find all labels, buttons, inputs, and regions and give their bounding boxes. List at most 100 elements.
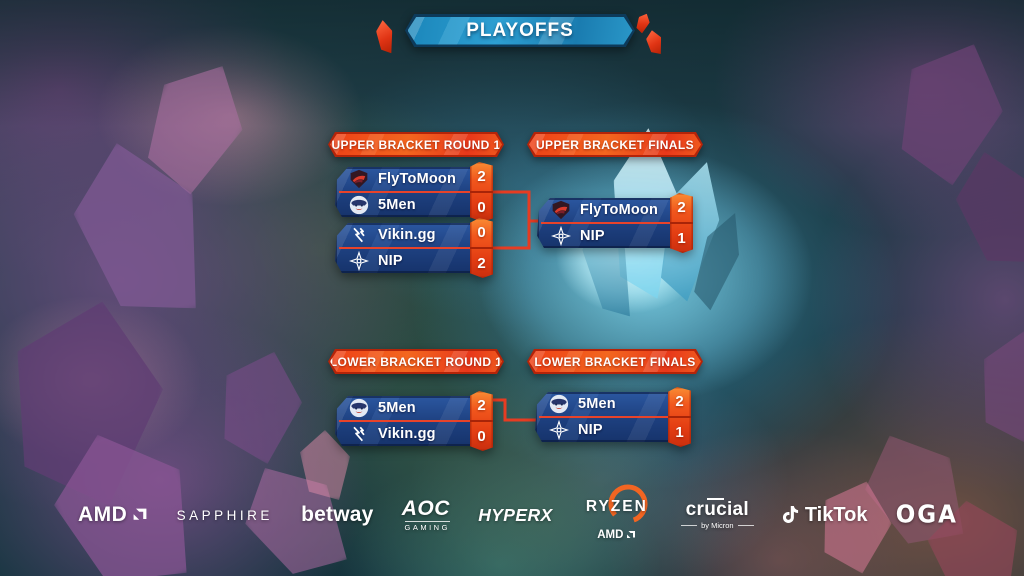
match-box-ubr1-game1: FlyToMoon 5Men 2 0 — [335, 162, 493, 222]
match-box-lbr1: 5Men Vikin.gg 2 0 — [335, 391, 493, 451]
sponsor-aoc-sub: GAMING — [404, 521, 450, 532]
sponsor-tiktok: TikTok — [782, 503, 868, 527]
score-column: 2 0 — [470, 391, 493, 451]
team-name: 5Men — [378, 400, 416, 416]
sponsor-aoc: AOC GAMING — [402, 498, 450, 532]
team-name: FlyToMoon — [378, 171, 457, 187]
flytomoon-logo-icon — [349, 169, 369, 189]
team-score: 2 — [675, 392, 684, 410]
tiktok-note-icon — [782, 505, 798, 523]
team-name: Vikin.gg — [378, 227, 436, 243]
match-panel: Vikin.gg NIP — [335, 223, 493, 273]
team-score: 1 — [677, 230, 686, 248]
score-divider — [470, 246, 493, 250]
sponsor-ryzen-sub: AMD — [581, 529, 653, 541]
playoffs-banner-face: PLAYOFFS — [407, 16, 633, 45]
team-row: FlyToMoon — [335, 167, 468, 191]
team-row: 5Men — [335, 193, 468, 217]
team-row: NIP — [537, 224, 668, 248]
sponsor-betway-label: betway — [301, 503, 374, 526]
header-face: UPPER BRACKET FINALS — [529, 134, 701, 155]
score-column: 2 1 — [670, 193, 693, 253]
match-panel: 5Men NIP — [535, 392, 691, 442]
nip-logo-icon — [349, 251, 369, 271]
playoffs-title: PLAYOFFS — [466, 19, 574, 41]
team-score: 1 — [675, 424, 684, 442]
5men-logo-icon — [349, 195, 369, 215]
section-title: LOWER BRACKET FINALS — [534, 354, 696, 369]
sponsor-crucial-label: crucial — [685, 498, 749, 520]
team-row: 5Men — [335, 396, 468, 420]
team-name: FlyToMoon — [580, 202, 659, 218]
vikin-logo-icon — [349, 424, 369, 444]
score-divider — [670, 221, 693, 225]
score-divider — [668, 415, 691, 419]
match-panel: FlyToMoon 5Men — [335, 167, 493, 217]
match-box-lower-finals: 5Men NIP 2 1 — [535, 387, 691, 447]
sponsor-tiktok-label: TikTok — [804, 503, 868, 526]
score-column: 2 1 — [668, 387, 691, 447]
sponsor-ryzen: RYZEN AMD — [581, 484, 653, 541]
section-header-upper-bracket-finals: UPPER BRACKET FINALS — [527, 132, 703, 157]
vikin-logo-icon — [349, 225, 369, 245]
match-panel: FlyToMoon NIP — [537, 198, 693, 248]
nip-logo-icon — [551, 226, 571, 246]
section-header-lower-bracket-finals: LOWER BRACKET FINALS — [527, 349, 703, 374]
sponsor-crucial: crucial by Micron — [681, 498, 754, 530]
team-name: 5Men — [378, 197, 416, 213]
section-title: UPPER BRACKET FINALS — [535, 137, 694, 152]
section-header-lower-bracket-round-1: LOWER BRACKET ROUND 1 — [328, 349, 504, 374]
5men-logo-icon — [349, 398, 369, 418]
header-face: UPPER BRACKET ROUND 1 — [330, 134, 502, 155]
sponsor-amd: AMD — [78, 503, 148, 527]
match-box-upper-finals: FlyToMoon NIP 2 1 — [537, 193, 693, 253]
section-title: UPPER BRACKET ROUND 1 — [331, 137, 501, 152]
flytomoon-logo-icon — [551, 200, 571, 220]
score-column: 2 0 — [470, 162, 493, 222]
score-divider — [470, 190, 493, 194]
team-row: NIP — [535, 418, 666, 442]
sponsor-oga-label: OGA — [895, 500, 958, 530]
team-score: 0 — [477, 199, 486, 217]
sponsor-hyperx-label: HYPERX — [478, 504, 553, 525]
sponsor-amd-label: AMD — [78, 503, 128, 526]
match-divider — [339, 191, 473, 194]
sponsor-sapphire: SAPPHIRE — [177, 508, 273, 523]
match-panel: 5Men Vikin.gg — [335, 396, 493, 446]
sponsor-crucial-sub: by Micron — [681, 521, 754, 530]
team-score: 2 — [477, 167, 486, 185]
section-title: LOWER BRACKET ROUND 1 — [329, 354, 503, 369]
amd-arrow-icon — [627, 531, 636, 538]
header-face: LOWER BRACKET ROUND 1 — [330, 351, 502, 372]
team-row: Vikin.gg — [335, 422, 468, 446]
match-box-ubr1-game2: Vikin.gg NIP 0 2 — [335, 218, 493, 278]
team-score: 2 — [477, 396, 486, 414]
team-name: 5Men — [578, 396, 616, 412]
team-score: 0 — [477, 428, 486, 446]
score-column: 0 2 — [470, 218, 493, 278]
nip-logo-icon — [549, 420, 569, 440]
amd-arrow-icon — [133, 508, 147, 520]
5men-logo-icon — [549, 394, 569, 414]
team-score: 2 — [477, 255, 486, 273]
team-score: 0 — [477, 223, 486, 241]
team-row: FlyToMoon — [537, 198, 668, 222]
sponsor-ryzen-amd-label: AMD — [597, 529, 624, 541]
match-divider — [539, 416, 671, 419]
header-face: LOWER BRACKET FINALS — [529, 351, 701, 372]
score-divider — [470, 419, 493, 423]
section-header-upper-bracket-round-1: UPPER BRACKET ROUND 1 — [328, 132, 504, 157]
team-name: NIP — [580, 228, 605, 244]
playoffs-banner: PLAYOFFS — [405, 14, 635, 47]
team-name: NIP — [378, 253, 403, 269]
sponsor-betway: betway — [301, 503, 373, 527]
team-row: Vikin.gg — [335, 223, 468, 247]
sponsor-aoc-label: AOC — [401, 497, 450, 520]
match-divider — [339, 420, 473, 423]
match-divider — [541, 222, 673, 225]
match-divider — [339, 247, 473, 250]
ryzen-ring-icon — [608, 484, 648, 524]
team-row: 5Men — [535, 392, 666, 416]
sponsor-ryzen-label: RYZEN — [585, 498, 648, 515]
